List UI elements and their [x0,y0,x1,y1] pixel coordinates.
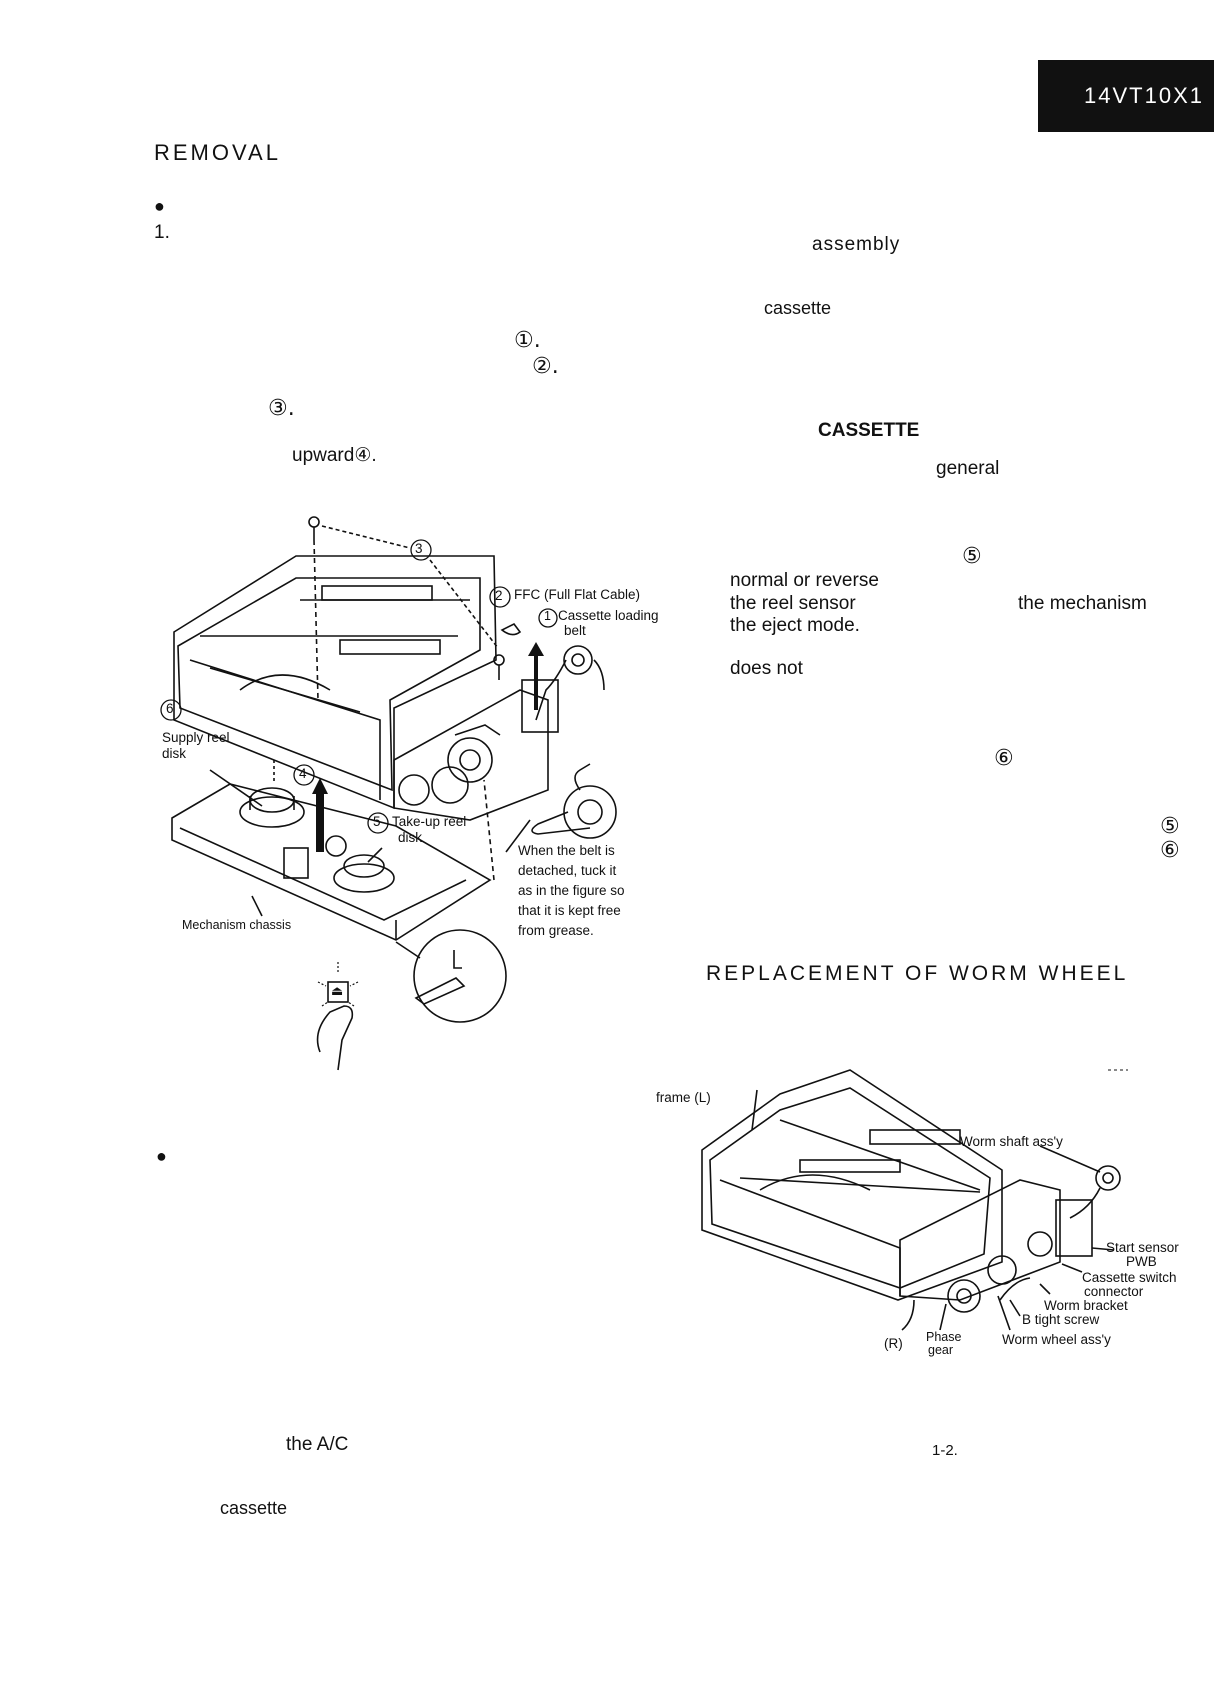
screw-icon [308,516,320,701]
general-text: general [936,458,1000,479]
mark-3: ③. [268,396,295,421]
mark-1: ①. [514,328,541,353]
label-cassette-switch-2: connector [1084,1284,1144,1299]
belt-note-4: that it is kept free [518,903,621,918]
label-frame-l: frame (L) [656,1090,711,1105]
line-normal: normal or reverse [730,570,879,591]
label-ffc: FFC (Full Flat Cable) [514,587,641,602]
assembly-text: assembly [812,234,901,255]
belt-note-5: from grease. [518,923,594,938]
label-start-sensor-1: Start sensor [1106,1240,1179,1255]
line-mechanism: the mechanism [1018,593,1147,614]
page-number: 1-2. [932,1442,958,1459]
label-supply-2: disk [162,746,187,761]
label-loading-num: 1 [544,609,551,623]
label-takeup-2: disk [398,830,423,845]
label-worm-shaft: Worm shaft ass'y [960,1134,1063,1149]
belt-note-1: When the belt is [518,843,615,858]
label-chassis: Mechanism chassis [182,918,292,932]
text-cassette-lower: cassette [220,1498,288,1518]
label-screw-3: 3 [415,541,423,556]
label-worm-wheel: Worm wheel ass'y [1002,1332,1111,1347]
model-number-tab: 14VT10X1 [1038,60,1214,132]
belt-note-2: detached, tuck it [518,863,617,878]
model-number: 14VT10X1 [1084,83,1204,108]
cassette-text: cassette [764,298,832,318]
label-supply-1: Supply reel [162,730,230,745]
line-does-not: does not [730,658,803,679]
step-number: 1. [154,222,170,243]
lower-bullet: ● [156,1146,167,1166]
mark-6b: ⑥ [1160,838,1180,863]
label-supply-num: 6 [166,701,174,716]
mark-6: ⑥ [994,746,1014,771]
belt-note-3: as in the figure so [518,883,625,898]
line-eject: the eject mode. [730,615,860,636]
label-ffc-num: 2 [495,588,503,603]
line-reel-sensor: the reel sensor [730,593,856,614]
removal-title: REMOVAL [154,140,281,165]
label-worm-bracket: Worm bracket [1044,1298,1128,1313]
removal-bullet: ● [154,196,165,216]
text-the-ac: the A/C [286,1434,349,1455]
label-loading-1: Cassette loading [558,608,659,623]
label-arrow-num: 4 [299,766,307,781]
label-cassette-switch-1: Cassette switch [1082,1270,1177,1285]
mark-2: ②. [532,354,559,379]
label-phase-1: Phase [926,1330,962,1344]
label-loading-2: belt [564,623,586,638]
worm-title: REPLACEMENT OF WORM WHEEL [706,962,1129,985]
label-phase-2: gear [928,1343,954,1357]
mark-5b: ⑤ [1160,814,1180,839]
label-r: (R) [884,1336,903,1351]
eject-icon: ⏏ [331,983,344,998]
label-b-tight: B tight screw [1022,1312,1100,1327]
upward-text: upward④. [292,445,377,466]
label-start-sensor-2: PWB [1126,1254,1157,1269]
mark-5: ⑤ [962,544,982,569]
label-takeup-1: Take-up reel [392,814,467,829]
screw-small-icon [493,654,505,680]
label-takeup-num: 5 [373,814,381,829]
cassette-heading: CASSETTE [818,420,920,441]
